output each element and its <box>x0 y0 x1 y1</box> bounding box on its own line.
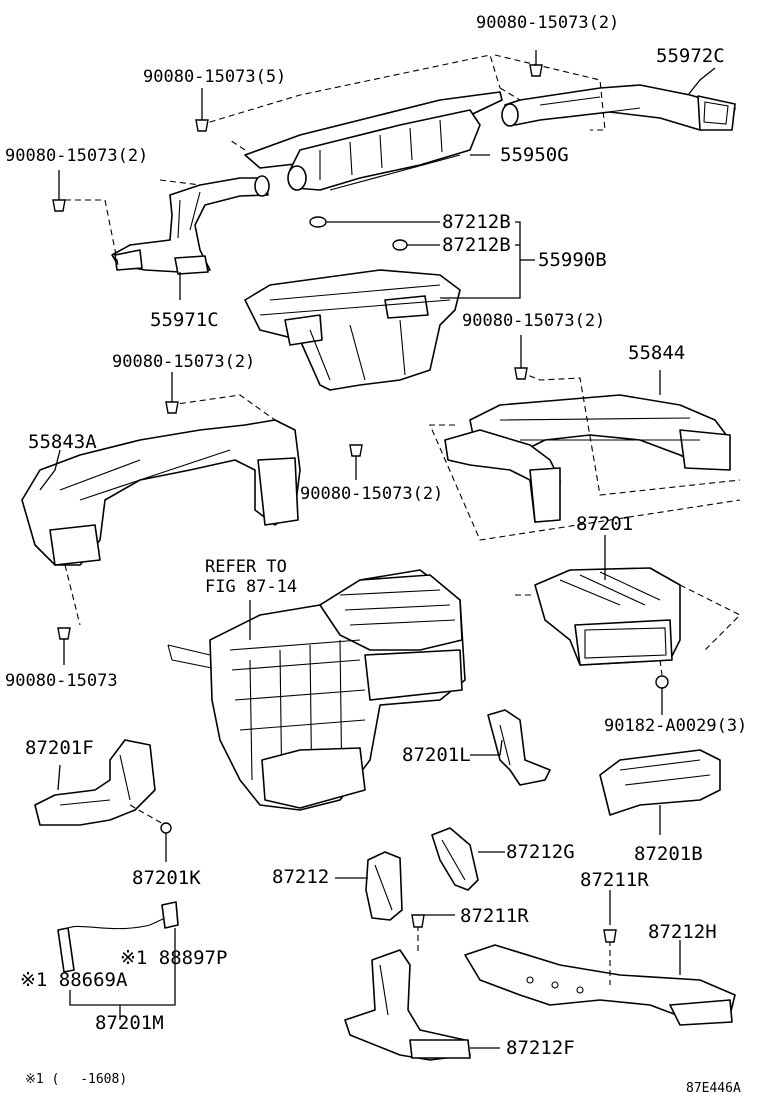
label-87201B: 87201B <box>634 843 703 865</box>
label-90080-15073: 90080-15073 <box>5 671 118 691</box>
label-87212B-a: 87212B <box>442 211 511 233</box>
duct-55971C <box>111 175 270 275</box>
label-90080-15073-5: 90080-15073(5) <box>143 67 287 87</box>
label-55844: 55844 <box>628 342 686 364</box>
label-87212G: 87212G <box>506 841 575 863</box>
part-87212G <box>431 827 479 891</box>
label-87201: 87201 <box>576 513 634 535</box>
figure-code: 87E446A <box>686 1081 741 1096</box>
label-55843A: 55843A <box>28 431 97 453</box>
label-90080-15073-2-center: 90080-15073(2) <box>300 484 444 504</box>
label-55950G: 55950G <box>500 144 569 166</box>
duct-87201B <box>599 749 721 816</box>
bracket-87201L <box>487 709 551 786</box>
duct-87212F <box>344 949 471 1061</box>
bolt-fasteners <box>52 64 543 640</box>
hvac-unit <box>167 569 466 811</box>
label-90080-15073-2-right: 90080-15073(2) <box>462 311 606 331</box>
duct-55950G <box>244 91 503 191</box>
label-87212H: 87212H <box>648 921 717 943</box>
label-fig-87-14: FIG 87-14 <box>205 577 298 597</box>
label-87211R-b: 87211R <box>460 905 529 927</box>
duct-55972C <box>501 84 736 131</box>
label-refer-to: REFER TO <box>205 557 287 577</box>
duct-87201F <box>34 739 156 826</box>
label-55972C: 55972C <box>656 45 725 67</box>
duct-55844 <box>444 394 731 523</box>
label-55971C: 55971C <box>150 309 219 331</box>
label-55990B: 55990B <box>538 249 607 271</box>
label-87201F: 87201F <box>25 737 94 759</box>
duct-55843A <box>21 419 301 566</box>
label-87201M: 87201M <box>95 1012 164 1034</box>
register-55990B <box>244 216 461 391</box>
footnote: ※1 ( -1608) <box>25 1072 128 1087</box>
label-90182-A0029-3: 90182-A0029(3) <box>604 716 748 736</box>
label-87212B-b: 87212B <box>442 234 511 256</box>
hose-87201M <box>57 901 179 973</box>
duct-87212H <box>464 944 736 1026</box>
label-90080-15073-2-top: 90080-15073(2) <box>476 13 620 33</box>
label-87211R-a: 87211R <box>580 869 649 891</box>
label-87212: 87212 <box>272 866 330 888</box>
duct-87201 <box>534 567 681 666</box>
label-87212F: 87212F <box>506 1037 575 1059</box>
label-90080-15073-2-mid: 90080-15073(2) <box>112 352 256 372</box>
part-87212 <box>365 851 403 921</box>
label-90080-15073-2-left: 90080-15073(2) <box>5 146 149 166</box>
label-87201L: 87201L <box>402 744 471 766</box>
label-87201K: 87201K <box>132 867 201 889</box>
label-88669A: ※1 88669A <box>20 969 128 991</box>
label-88897P: ※1 88897P <box>120 947 228 969</box>
